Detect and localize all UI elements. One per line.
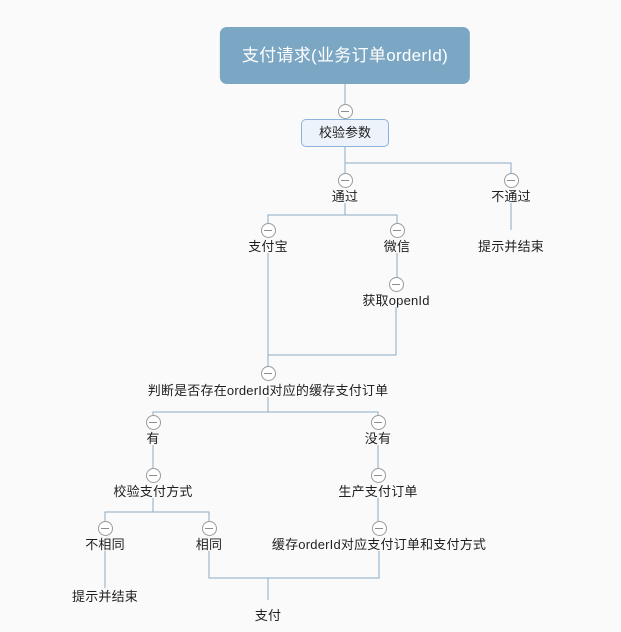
node-wechat[interactable]: 微信 [383, 239, 411, 254]
collapse-minus-icon-has[interactable] [145, 414, 161, 430]
node-create-order[interactable]: 生产支付订单 [338, 484, 418, 499]
node-validate-params[interactable]: 校验参数 [300, 119, 390, 147]
collapse-minus-icon-check-cache[interactable] [260, 365, 276, 381]
node-has[interactable]: 有 [146, 431, 160, 446]
node-not-same-end[interactable]: 提示并结束 [71, 589, 139, 604]
node-fail-end[interactable]: 提示并结束 [477, 239, 545, 254]
collapse-minus-icon-get-openid[interactable] [388, 276, 404, 292]
node-fail[interactable]: 不通过 [491, 189, 531, 204]
collapse-minus-icon-alipay[interactable] [260, 222, 276, 238]
collapse-minus-icon-check-paytype[interactable] [145, 467, 161, 483]
collapse-minus-icon-cache-order[interactable] [371, 520, 387, 536]
flow-edge [344, 145, 512, 173]
node-same[interactable]: 相同 [195, 537, 223, 552]
collapse-minus-icon-create-order[interactable] [370, 467, 386, 483]
node-check-cache[interactable]: 判断是否存在orderId对应的缓存支付订单 [147, 383, 389, 398]
node-cache-order[interactable]: 缓存orderId对应支付订单和支付方式 [271, 537, 487, 552]
collapse-minus-icon-pass[interactable] [337, 172, 353, 188]
node-pass[interactable]: 通过 [331, 189, 359, 204]
node-pay[interactable]: 支付 [254, 608, 282, 623]
collapse-minus-icon-wechat[interactable] [389, 222, 405, 238]
node-not-same[interactable]: 不相同 [85, 537, 125, 552]
flow-edge [104, 498, 154, 521]
flow-edge [153, 511, 210, 521]
node-has-not[interactable]: 没有 [364, 431, 392, 446]
flow-edge [268, 411, 379, 415]
collapse-minus-icon-validate-params[interactable] [337, 103, 353, 119]
flow-edge [208, 551, 380, 579]
flow-edge [267, 203, 346, 223]
collapse-minus-icon-has-not[interactable] [370, 414, 386, 430]
node-alipay[interactable]: 支付宝 [248, 239, 288, 254]
node-get-openid[interactable]: 获取openId [362, 293, 430, 308]
collapse-minus-icon-fail[interactable] [503, 172, 519, 188]
flow-edge [267, 307, 397, 366]
collapse-minus-icon-not-same[interactable] [97, 520, 113, 536]
node-check-paytype[interactable]: 校验支付方式 [113, 484, 193, 499]
flow-edge [345, 214, 398, 223]
collapse-minus-icon-same[interactable] [201, 520, 217, 536]
node-root[interactable]: 支付请求(业务订单orderId) [219, 27, 471, 84]
